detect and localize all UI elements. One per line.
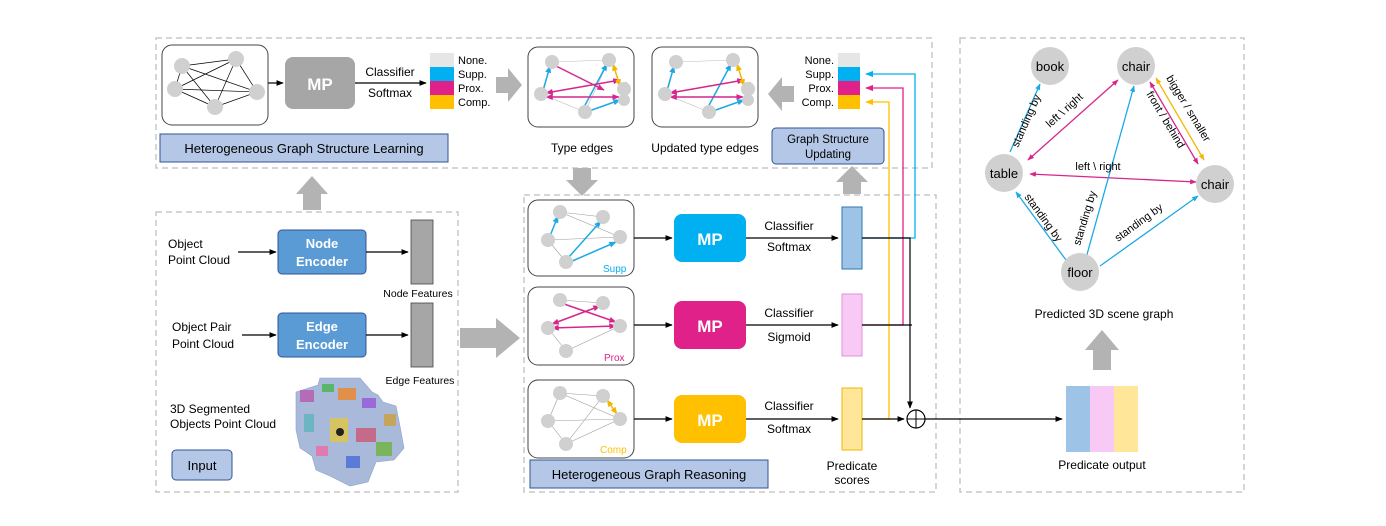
structure-mp-block: [285, 57, 355, 109]
edge-type-legend: None. Supp. Prox. Comp.: [430, 53, 490, 109]
predicate-output-bar: [1066, 386, 1138, 452]
updated-legend-comp: Comp.: [802, 97, 834, 109]
legend-supp: Supp.: [458, 69, 487, 81]
scene-graph: [985, 47, 1234, 291]
object-pair-line2: Point Cloud: [172, 337, 234, 351]
edge-encoder-line2: Encoder: [296, 337, 348, 352]
segmented-line2: Objects Point Cloud: [170, 417, 276, 431]
structure-softmax-label: Softmax: [368, 86, 412, 100]
structure-classifier-label: Classifier: [365, 65, 414, 79]
updated-type-edges-panel: [651, 46, 759, 128]
segmented-line1: 3D Segmented: [170, 402, 250, 416]
gray-arrow-right-2: [460, 318, 520, 358]
input-label: Input: [188, 458, 217, 473]
prox-activation-label: Sigmoid: [767, 330, 810, 344]
graph-update-label-line2: Updating: [805, 149, 851, 161]
structure-learning-label-box: [159, 133, 449, 163]
edge-label-table-chair-top: left \ right: [1044, 91, 1086, 130]
prox-classifier-label: Classifier: [764, 306, 813, 320]
legend-comp: Comp.: [458, 97, 490, 109]
comp-tag: Comp: [600, 445, 627, 456]
full-graph-panel: [161, 44, 269, 126]
updated-type-edges-label: Updated type edges: [651, 141, 758, 155]
edge-label-table-chair-right: left \ right: [1075, 161, 1120, 173]
node-chair-right: chair: [1201, 177, 1230, 192]
node-encoder-line1: Node: [306, 236, 339, 251]
graph-update-label-line1: Graph Structure: [787, 134, 869, 146]
edge-label-floor-table: standing by: [1022, 192, 1065, 245]
reasoning-label: Heterogeneous Graph Reasoning: [552, 467, 746, 482]
predicate-scores-line2: scores: [834, 473, 869, 487]
comp-classifier-label: Classifier: [764, 399, 813, 413]
structure-learning-frame: [155, 37, 933, 169]
updated-legend-supp: Supp.: [805, 69, 834, 81]
structure-learning-label: Heterogeneous Graph Structure Learning: [184, 141, 423, 156]
object-pc-line1: Object: [168, 237, 203, 251]
object-pair-line1: Object Pair: [172, 320, 231, 334]
prox-mp-block: [674, 301, 746, 349]
reasoning-label-box: [529, 459, 769, 489]
supp-score-bar: [841, 206, 863, 270]
object-pc-line2: Point Cloud: [168, 253, 230, 267]
supp-mp-label: MP: [697, 230, 723, 249]
node-features-bar: [410, 219, 434, 285]
updated-legend-none: None.: [805, 55, 834, 67]
graph-update-label-box: [771, 127, 885, 165]
point-cloud-image: [295, 377, 405, 487]
predicate-output-label: Predicate output: [1058, 458, 1146, 472]
type-edges-panel: [527, 46, 635, 128]
node-table: table: [990, 166, 1018, 181]
prox-mp-label: MP: [697, 317, 723, 336]
predicate-scores-line1: Predicate: [827, 459, 878, 473]
legend-prox: Prox.: [458, 83, 484, 95]
edge-label-floor-chair-top: standing by: [1071, 189, 1099, 247]
comp-mp-label: MP: [697, 411, 723, 430]
node-floor: floor: [1067, 265, 1093, 280]
reasoning-frame: [523, 194, 937, 493]
edge-label-table-book: standing by: [1010, 92, 1044, 149]
type-edges-label: Type edges: [551, 141, 613, 155]
supp-tag: Supp: [603, 264, 627, 275]
supp-activation-label: Softmax: [767, 240, 811, 254]
node-chair-top: chair: [1122, 59, 1151, 74]
gray-arrow-right-1: [496, 68, 522, 102]
supp-graph-panel: Supp: [527, 199, 635, 277]
prox-score-bar: [841, 293, 863, 357]
gray-arrow-left: [768, 77, 794, 111]
gray-arrow-up-input: [296, 176, 328, 210]
updated-legend: None. Supp. Prox. Comp.: [802, 53, 860, 109]
prox-graph-panel: Prox: [527, 286, 635, 366]
input-frame: [155, 211, 459, 493]
supp-mp-block: [674, 214, 746, 262]
comp-activation-label: Softmax: [767, 422, 811, 436]
node-book: book: [1036, 59, 1065, 74]
gray-arrow-down-typeedges: [566, 168, 598, 196]
input-label-box: [171, 449, 233, 481]
prox-tag: Prox: [604, 353, 625, 364]
structure-mp-label: MP: [307, 75, 333, 94]
edge-encoder-line1: Edge: [306, 319, 338, 334]
updated-legend-prox: Prox.: [808, 83, 834, 95]
node-features-label: Node Features: [383, 288, 452, 300]
node-encoder-line2: Encoder: [296, 254, 348, 269]
gray-arrow-up-updating: [836, 166, 868, 194]
edge-features-bar: [410, 302, 434, 368]
scene-graph-title: Predicted 3D scene graph: [1035, 307, 1174, 321]
comp-score-bar: [841, 387, 863, 451]
edge-features-label: Edge Features: [386, 375, 455, 387]
legend-none: None.: [458, 55, 487, 67]
supp-classifier-label: Classifier: [764, 219, 813, 233]
gray-arrow-up-output: [1085, 330, 1119, 370]
comp-mp-block: [674, 395, 746, 443]
output-frame: [959, 37, 1245, 493]
comp-graph-panel: Comp: [527, 379, 635, 459]
